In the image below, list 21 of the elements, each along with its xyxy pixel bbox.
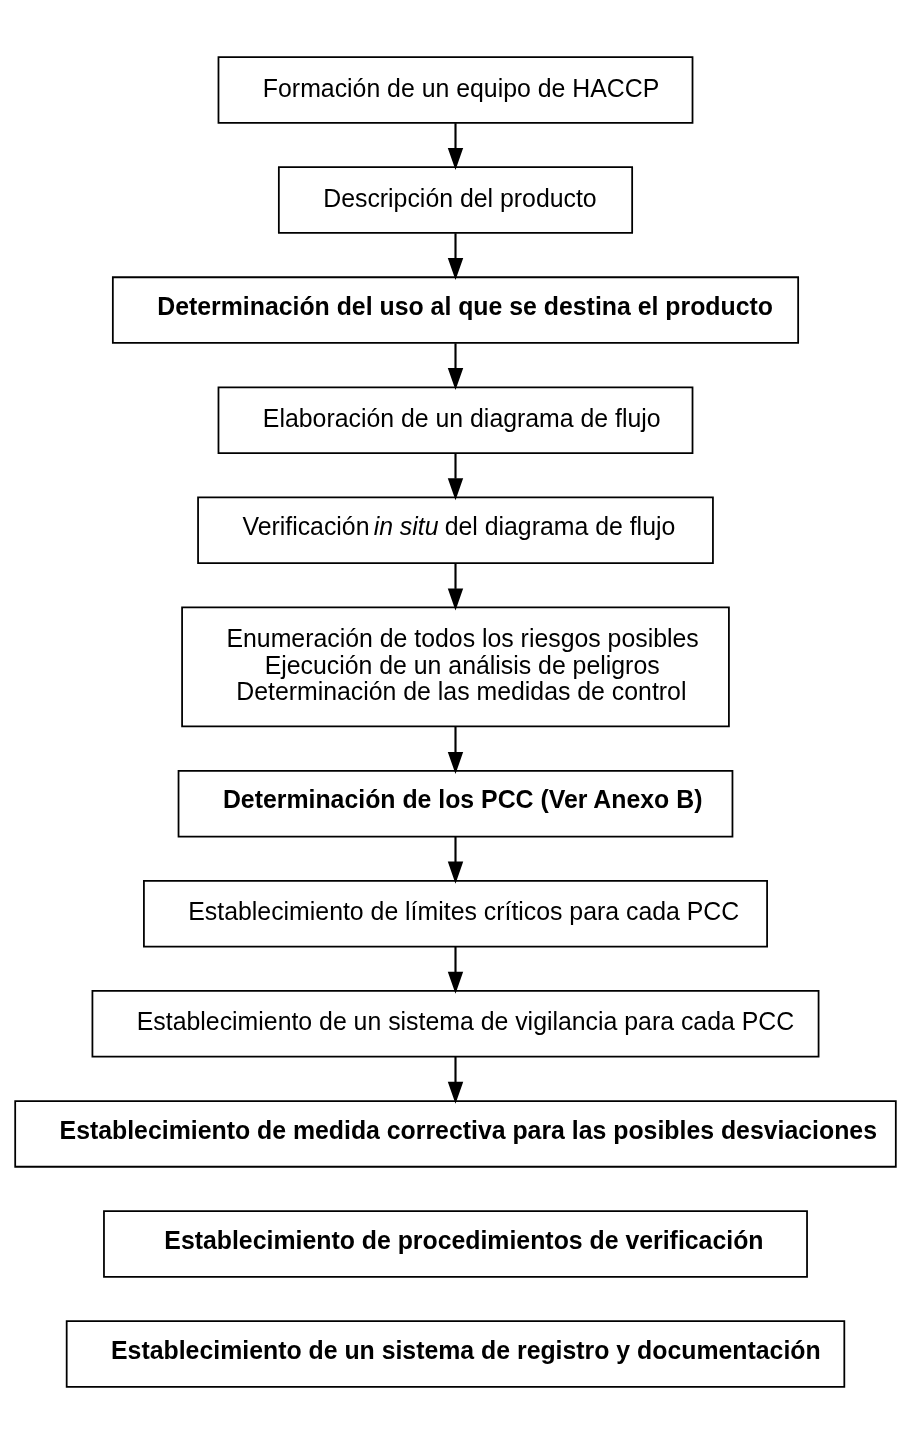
node-box: Establecimiento de un sistema de registro y documentación <box>65 1319 846 1388</box>
arrow <box>447 726 464 774</box>
arrow <box>447 563 464 610</box>
node-box: Formación de un equipo de HACCP <box>217 55 694 124</box>
arrow <box>447 946 464 994</box>
node-box: Establecimiento de límites críticos para cada PCC <box>143 879 768 947</box>
node-box: Establecimiento de procedimientos de verificación <box>103 1209 808 1278</box>
node-box: Establecimiento de un sistema de vigilancia para cada PCC <box>91 989 820 1058</box>
node-box: Establecimiento de medida correctiva para las posibles desviaciones <box>14 1099 897 1168</box>
node-box: Enumeración de todos los riesgos posibles Ejecución de un análisis de peligros Determinación de las medidas de control <box>181 606 730 727</box>
node-box: Determinación de los PCC (Ver Anexo B) <box>177 769 734 837</box>
node-box: Elaboración de un diagrama de flujo <box>217 385 694 454</box>
arrow <box>447 342 464 390</box>
node-box: Determinación del uso al que se destina el producto <box>111 275 800 344</box>
arrow <box>447 1056 464 1104</box>
arrow <box>447 122 464 170</box>
node-box: Descripción del producto <box>277 165 634 234</box>
arrow <box>447 452 464 500</box>
arrow <box>447 232 464 280</box>
node-box: Verificación in situ del diagrama de flujo <box>197 496 714 564</box>
arrow <box>447 836 464 884</box>
